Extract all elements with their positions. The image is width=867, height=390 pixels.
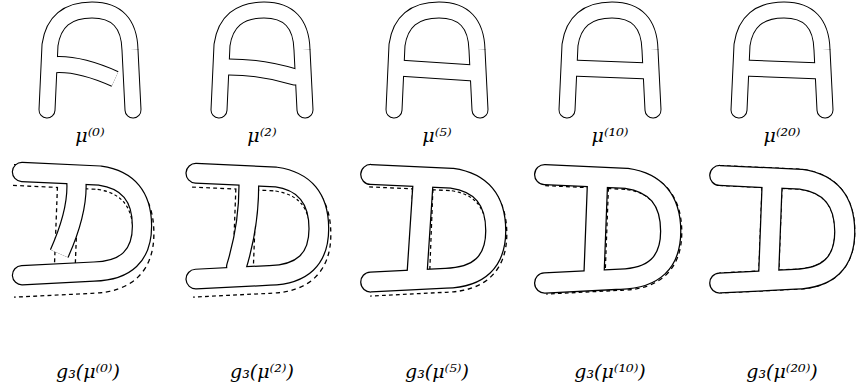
deformed-shape [720,176,845,284]
deformed-shape [22,172,142,275]
panel-label: g₃(μ⁽¹⁰⁾) [574,360,646,382]
letter-a-shape [219,10,305,110]
panel-label: μ⁽⁰⁾ [75,124,104,146]
panel-label: μ⁽⁵⁾ [422,124,451,146]
deformed-shape [196,173,319,279]
letter-a-shape [394,10,480,110]
deformed-shape [371,175,496,283]
panel-label: g₃(μ⁽²⁾) [230,360,294,382]
deformed-shape [545,175,671,283]
panel-label: μ⁽²⁰⁾ [764,124,801,146]
panel-label: g₃(μ⁽²⁰⁾) [746,360,818,382]
panel-label: μ⁽¹⁰⁾ [592,124,629,146]
letter-a-shape [47,10,133,110]
target-shape [546,176,672,284]
panel-label: μ⁽²⁾ [247,124,276,146]
letter-a-shape [567,10,653,110]
letter-a-shape [739,10,825,110]
panel-label: g₃(μ⁽⁵⁾) [405,360,469,382]
panel-label: g₃(μ⁽⁰⁾) [56,360,120,382]
target-shape [720,176,845,284]
